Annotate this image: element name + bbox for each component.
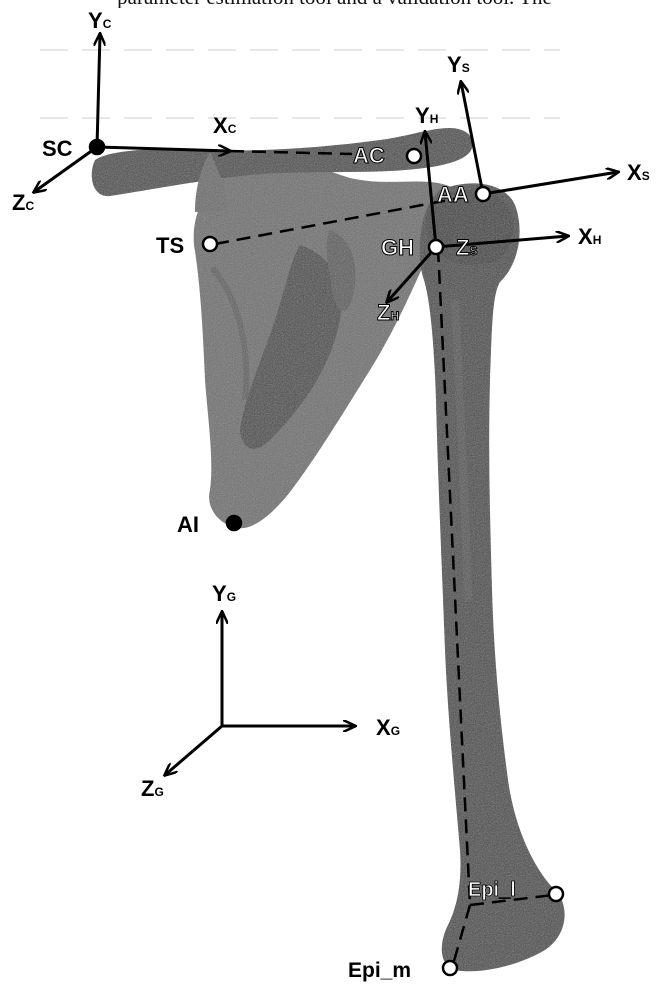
ai-label: AI bbox=[177, 512, 199, 537]
gh-label: GH bbox=[381, 235, 414, 260]
clavicle-x-label: XC bbox=[213, 113, 237, 138]
aa-label: AA bbox=[437, 182, 469, 207]
clavicle-x-axis bbox=[97, 147, 230, 151]
global-x-label: XG bbox=[376, 715, 400, 740]
faint-guide-lines bbox=[40, 50, 560, 118]
ts-label: TS bbox=[156, 233, 184, 258]
clavicle-y-label: YC bbox=[88, 8, 112, 33]
global-z-label: ZG bbox=[141, 776, 164, 801]
epi-l-marker bbox=[549, 887, 563, 901]
global-frame bbox=[165, 612, 355, 775]
aa-marker bbox=[476, 187, 490, 201]
sc-label: SC bbox=[42, 136, 73, 161]
scapula-y-label: YS bbox=[447, 52, 470, 77]
humerus-x-label: XH bbox=[578, 224, 601, 249]
scapula-x-label: XS bbox=[627, 160, 650, 185]
ai-marker bbox=[227, 516, 241, 530]
scapula-frame bbox=[461, 82, 618, 194]
global-z-axis bbox=[165, 726, 222, 775]
clavicle-y-axis bbox=[97, 34, 100, 147]
ts-marker bbox=[203, 237, 217, 251]
clavicle-z-label: ZC bbox=[12, 190, 34, 215]
global-y-label: YG bbox=[212, 581, 236, 606]
sc-marker bbox=[90, 140, 104, 154]
ac-label: AC bbox=[353, 143, 385, 168]
gh-marker bbox=[429, 240, 443, 254]
epi-l-label: Epi_l bbox=[468, 879, 516, 901]
epi-m-label: Epi_m bbox=[348, 959, 411, 982]
humerus-y-label: YH bbox=[415, 103, 438, 128]
ac-marker bbox=[407, 149, 421, 163]
scapula-x-axis bbox=[483, 172, 618, 194]
epi-m-marker bbox=[443, 961, 457, 975]
scapula-bone bbox=[194, 152, 464, 528]
